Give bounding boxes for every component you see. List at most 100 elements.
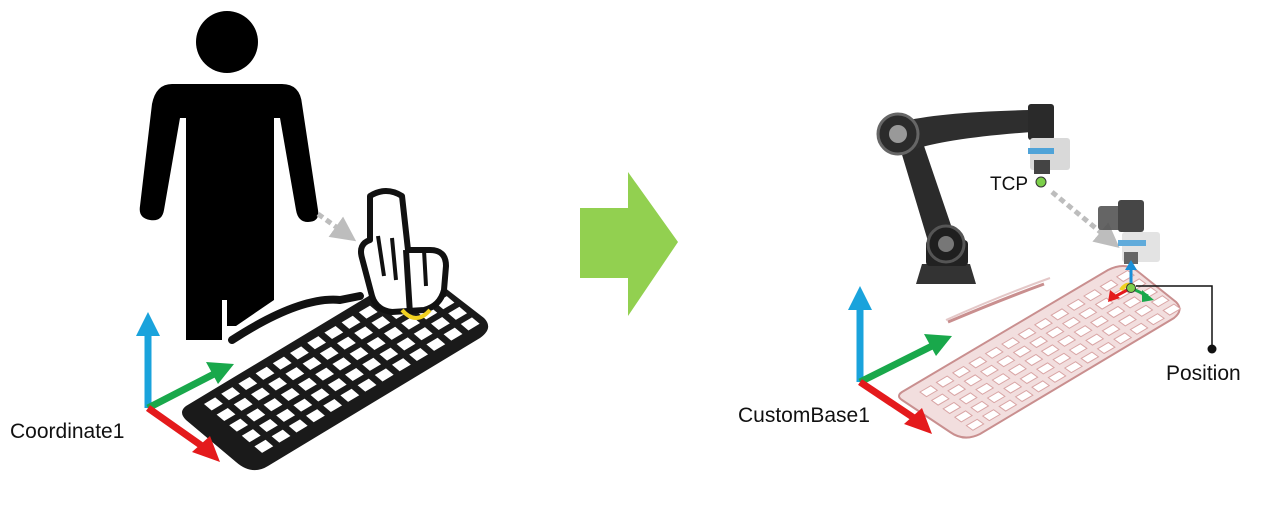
keyboard-key [1080,351,1100,364]
keyboard-key [285,367,305,381]
custom-base-label: CustomBase1 [738,404,870,427]
keyboard-key [392,358,411,372]
keyboard-key [1122,296,1142,309]
keyboard-key [963,374,983,387]
keyboard-icon-right [898,265,1182,439]
keyboard-key [290,346,309,360]
keyboard-key [310,388,330,402]
keyboard-key [246,408,266,422]
keyboard-key [327,378,347,392]
keyboard-key [216,407,236,422]
robot-arm-icon [876,104,1070,284]
keyboard-key [349,347,369,361]
keyboard-key [1134,304,1154,317]
keyboard-key [1101,323,1121,337]
pointing-hand-icon [358,188,449,320]
keyboard-key [379,347,399,361]
keyboard-key [354,326,374,340]
keyboard-key [255,366,275,380]
keyboard-key [293,398,313,412]
keyboard-key [1057,334,1077,347]
keyboard-key [263,398,283,412]
keyboard-key [307,336,327,350]
keyboard-key [1019,371,1039,385]
keyboard-key [460,317,480,331]
keyboard-key [1106,305,1126,319]
keyboard-key [271,429,291,443]
keyboard-key [358,305,378,319]
keyboard-key [1024,353,1044,367]
keyboard-key [953,410,973,423]
keyboard-key [323,398,343,413]
person-icon [139,11,319,340]
tcp-label: TCP [990,174,1028,195]
keyboard-key [1007,363,1027,376]
coordinate1-axes [136,312,234,462]
keyboard-key [319,346,339,360]
keyboard-key [337,336,356,350]
keyboard-key [975,382,995,395]
keyboard-key [930,393,950,406]
x-axis-arrow [858,379,916,421]
keyboard-key [1096,341,1116,355]
keyboard-key [965,418,985,431]
custombase1-axes [848,286,952,434]
keyboard-key [968,356,988,369]
keyboard-key [1014,389,1034,403]
keyboard-key [1045,326,1065,339]
keyboard-key [204,397,223,411]
keyboard-key [1063,361,1083,374]
keyboard-key [1099,279,1119,292]
keyboard-key [276,408,296,422]
keyboard-key [332,357,352,371]
keyboard-key [996,355,1016,368]
y-axis-arrow [146,370,216,412]
keyboard-key [302,356,322,371]
keyboard-key [1145,313,1165,326]
position-frame-axes [1108,260,1154,302]
keyboard-key [1035,362,1055,375]
keyboard-key [1031,380,1051,393]
keyboard-key [1012,345,1032,358]
keyboard-key [951,365,971,379]
keyboard-key [259,418,278,433]
position-point-icon [1126,283,1136,293]
pointer-arrow-left [316,211,357,242]
x-axis-arrow [145,405,205,449]
keyboard-key [1061,316,1081,329]
keyboard-key [362,357,382,371]
keyboard-key [1083,289,1103,302]
keyboard-key [340,388,360,402]
keyboard-key [958,392,978,405]
keyboard-key [935,375,955,388]
keyboard-key [448,306,468,320]
keyboard-key [1117,314,1137,327]
keyboard-key [1040,344,1060,357]
keyboard-key [1073,325,1093,338]
keyboard-key [1052,352,1072,365]
y-axis-arrow [858,342,934,386]
keyboard-key [374,368,394,382]
keyboard-key [280,387,300,402]
keyboard-key [991,373,1011,386]
keyboard-key [298,377,317,391]
keyboard-key [919,385,939,398]
keyboard-key [1003,381,1023,394]
keyboard-key [1068,343,1088,356]
keyboard-key [409,347,429,362]
keyboard-key [1047,370,1067,383]
keyboard-key [1050,308,1070,321]
keyboard-key [942,401,962,415]
pointer-arrow-right [1050,190,1120,248]
keyboard-key [229,418,249,432]
keyboard-key [288,419,308,433]
keyboard-key [413,327,433,341]
keyboard-key [357,378,377,392]
position-label: Position [1166,362,1241,385]
keyboard-key [324,325,344,340]
keyboard-key [947,383,967,397]
coordinate-label: Coordinate1 [10,420,125,443]
keyboard-key [251,387,270,401]
keyboard-key [998,399,1018,412]
